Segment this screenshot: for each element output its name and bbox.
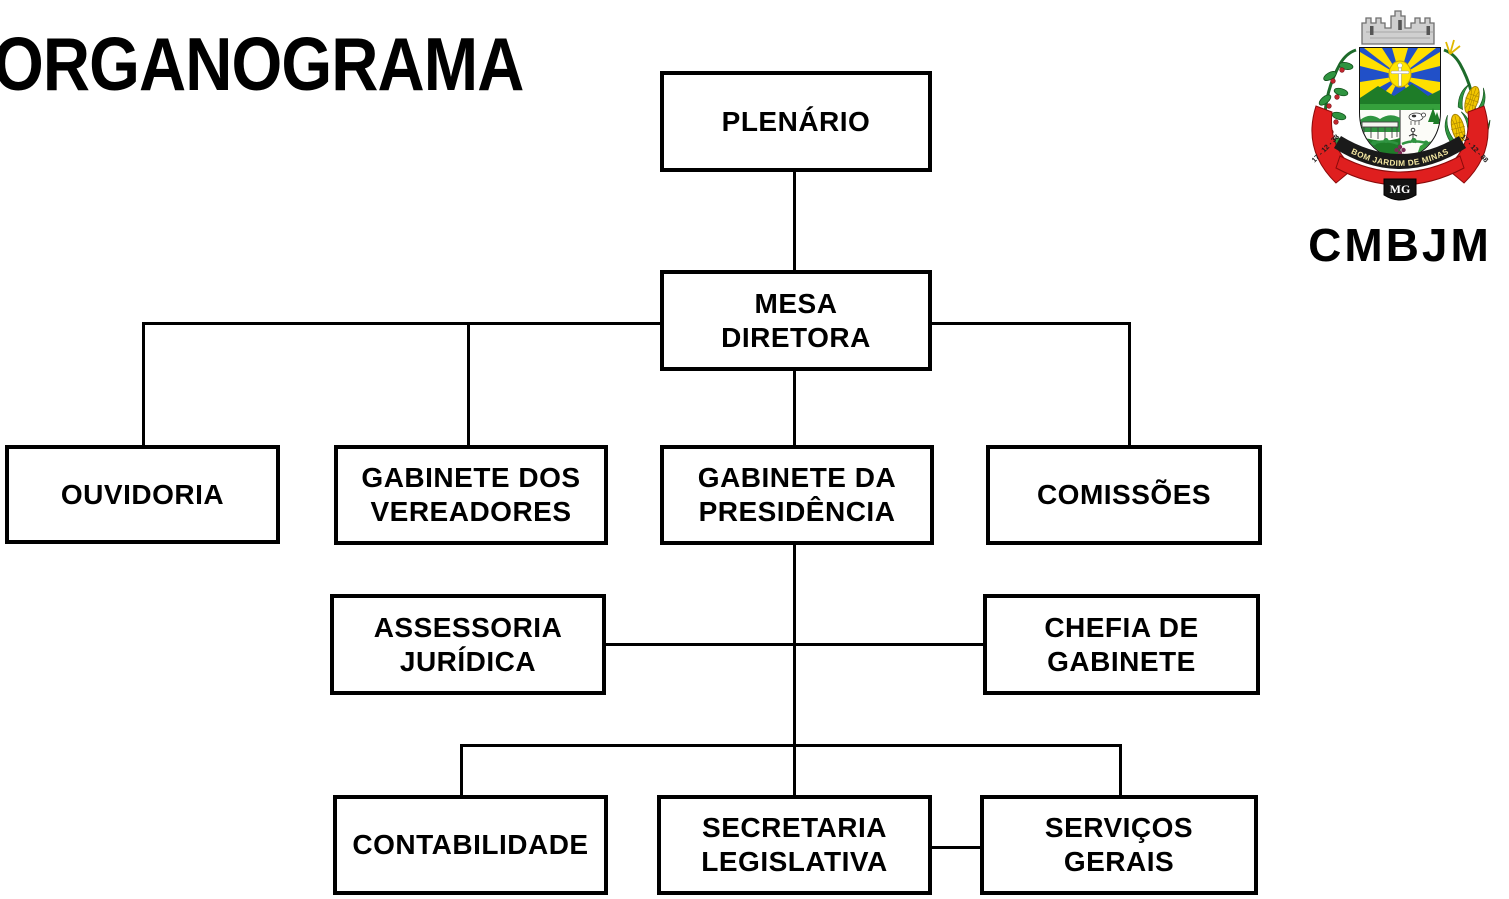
ribbon-icon: BOM JARDIM DE MINAS 17 - 12 - 38 17 - 12… xyxy=(1311,105,1489,201)
connector-distribution xyxy=(460,744,1122,747)
connector-secretaria-servicos xyxy=(932,846,980,849)
shield-icon xyxy=(1359,47,1441,163)
tree-icons xyxy=(1428,108,1440,124)
connector-drop-comissoes xyxy=(1128,322,1131,445)
connector-drop-vereadores xyxy=(467,322,470,445)
org-box-contabilidade: CONTABILIDADE xyxy=(333,795,608,895)
christ-statue-icon xyxy=(1390,62,1410,87)
chamber-acronym: CMBJM xyxy=(1308,219,1492,271)
org-box-label: GABINETE DA PRESIDÊNCIA xyxy=(697,462,897,527)
farmer-icon xyxy=(1408,127,1418,144)
org-box-label: SECRETARIA LEGISLATIVA xyxy=(701,812,888,877)
connector-assessoria-chefia xyxy=(606,643,983,646)
org-box-gabinete-presidencia: GABINETE DA PRESIDÊNCIA xyxy=(660,445,934,545)
org-box-label: GABINETE DOS VEREADORES xyxy=(361,462,581,527)
org-box-label: CONTABILIDADE xyxy=(352,829,589,860)
org-box-label: PLENÁRIO xyxy=(721,105,871,137)
connector-drop-servicos xyxy=(1119,744,1122,795)
connector-drop-contabilidade xyxy=(460,744,463,795)
org-box-label: SERVIÇOS GERAIS xyxy=(1044,812,1194,877)
connector-mesa-right xyxy=(932,322,1131,325)
org-box-secretaria-legislativa: SECRETARIA LEGISLATIVA xyxy=(657,795,932,895)
motto-band xyxy=(1334,136,1466,169)
connector-mesa-left xyxy=(142,322,660,325)
org-box-chefia-gabinete: CHEFIA DE GABINETE xyxy=(983,594,1260,695)
org-box-mesa-diretora: MESA DIRETORA xyxy=(660,270,932,371)
municipal-coat-of-arms: BOM JARDIM DE MINAS 17 - 12 - 38 17 - 12… xyxy=(1300,0,1500,215)
org-box-label: COMISSÕES xyxy=(1036,479,1212,510)
page-title: ORGANOGRAMA xyxy=(0,22,524,106)
connector-plenario-mesa xyxy=(793,172,796,270)
org-box-gabinete-vereadores: GABINETE DOS VEREADORES xyxy=(334,445,608,545)
org-box-plenario: PLENÁRIO xyxy=(660,71,932,172)
org-box-comissoes: COMISSÕES xyxy=(986,445,1262,545)
mural-crown-icon xyxy=(1361,10,1435,45)
connector-presidencia-secretaria xyxy=(793,545,796,795)
state-abbrev: MG xyxy=(1390,182,1411,196)
org-box-label: CHEFIA DE GABINETE xyxy=(1044,611,1199,677)
connector-drop-ouvidoria xyxy=(142,322,145,445)
org-box-label: ASSESSORIA JURÍDICA xyxy=(373,611,563,677)
org-box-ouvidoria: OUVIDORIA xyxy=(5,445,280,544)
mg-banner: MG xyxy=(1383,178,1417,201)
connector-mesa-presidencia xyxy=(793,371,796,445)
org-box-label: OUVIDORIA xyxy=(60,478,225,510)
org-box-assessoria-juridica: ASSESSORIA JURÍDICA xyxy=(330,594,606,695)
cow-icon xyxy=(1408,112,1426,125)
aqueduct-icon xyxy=(1361,121,1399,139)
org-box-servicos-gerais: SERVIÇOS GERAIS xyxy=(980,795,1258,895)
org-box-label: MESA DIRETORA xyxy=(721,287,871,353)
